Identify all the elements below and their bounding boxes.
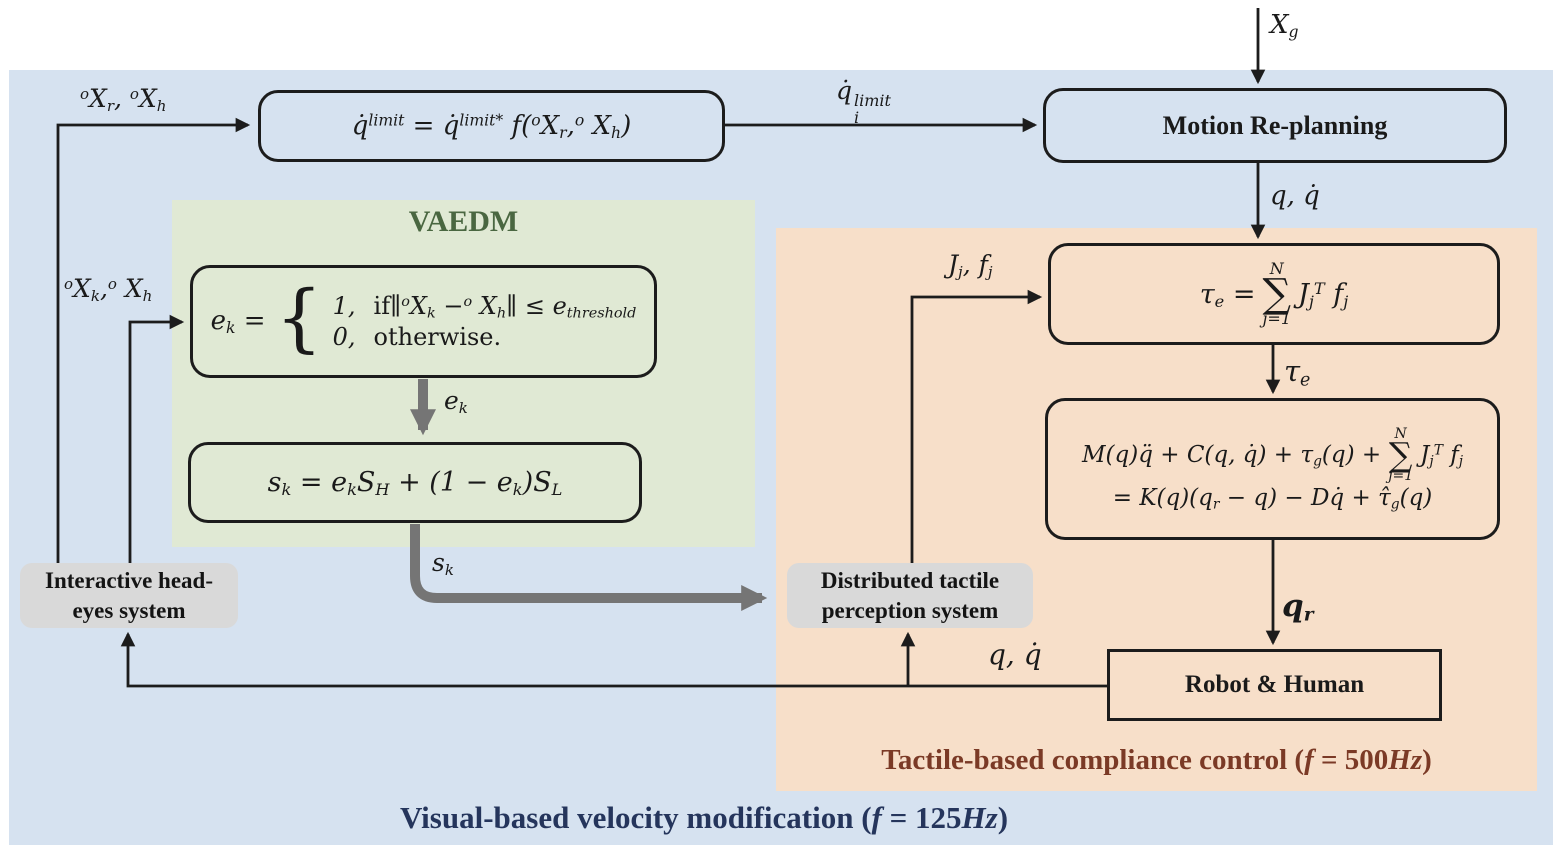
label-qr: qr (1282, 588, 1314, 626)
ek-cases-lhs: ek = (210, 306, 266, 338)
case2-otherwise: otherwise. (373, 322, 502, 351)
vaedm-title: VAEDM (408, 205, 519, 238)
motion-replanning-label: Motion Re-planning (1162, 110, 1388, 140)
label-q-qdot-top: q, q̇ (1270, 181, 1320, 211)
arrow-feedback-to-head-eyes (120, 631, 1107, 688)
robot-human-label: Robot & Human (1184, 671, 1365, 698)
label-jj-fj: Jj, fj (948, 250, 993, 281)
external-torque-equation-box: τe = N ∑ j=1 JjT fj (1048, 243, 1500, 345)
compliance-eq-line2: = K(q)(qr − q) − Dq̇ + τ̂g(q) (1112, 485, 1433, 513)
label-tau-e: τe (1284, 354, 1311, 391)
interactive-head-eyes-system: Interactive head- eyes system (20, 563, 238, 628)
tactile-system-line1: Distributed tactile (820, 567, 1000, 593)
case1-condition: if∥oXk −o Xh∥ ≤ ethreshold (373, 291, 637, 322)
torque-eq-lhs: τe = (1199, 278, 1256, 311)
sk-selection-equation-box: sk = ekSH + (1 − ek)SL (188, 442, 642, 523)
cases-brace: { (275, 275, 323, 362)
summation-symbol: N ∑ j=1 (1388, 425, 1414, 485)
label-q-qdot-bottom: q, q̇ (988, 638, 1042, 671)
visual-modification-caption: Visual-based velocity modification (f = … (399, 800, 1009, 835)
label-sk: sk (432, 548, 454, 579)
ek-cases-equation-box: ek = { 1, if∥oXk −o Xh∥ ≤ ethreshold 0, … (190, 265, 657, 378)
label-xk-xh: oXk,o Xh (64, 274, 153, 305)
distributed-tactile-perception-system: Distributed tactile perception system (787, 563, 1033, 628)
torque-eq-rhs: JjT fj (1298, 278, 1349, 311)
velocity-limit-equation: q̇limit = q̇limit* f(oXr,o Xh) (351, 111, 632, 142)
label-xg: Xg (1270, 10, 1299, 41)
head-eyes-line2: eyes system (72, 597, 186, 623)
summation-symbol: N ∑ j=1 (1262, 259, 1292, 328)
case1-value: 1, (332, 291, 356, 320)
robot-human-box: Robot & Human (1107, 649, 1442, 721)
arrow-jj-fj (910, 289, 1043, 563)
arrow-xr-xh-feedback (56, 117, 251, 564)
motion-replanning-box: Motion Re-planning (1043, 88, 1507, 163)
head-eyes-line1: Interactive head- (45, 567, 213, 593)
compliance-eq-line1-post: JjT fj (1420, 441, 1463, 470)
label-ek: ek (444, 386, 468, 417)
thick-arrow-sk (410, 524, 768, 611)
compliance-eq-line1-pre: M(q)q̈ + C(q, q̇) + τg(q) + (1082, 441, 1382, 470)
arrow-xk-xh (128, 314, 185, 564)
compliance-dynamics-equation-box: M(q)q̈ + C(q, q̇) + τg(q) + N ∑ j=1 JjT … (1045, 398, 1500, 540)
label-xr-xh: oXr, oXh (80, 84, 167, 115)
case1-if: if (373, 291, 391, 320)
case2-value: 0, (332, 322, 356, 351)
velocity-limit-equation-box: q̇limit = q̇limit* f(oXr,o Xh) (258, 90, 725, 162)
tactile-system-line2: perception system (821, 597, 999, 623)
tactile-control-caption: Tactile-based compliance control (f = 50… (881, 744, 1432, 776)
case1-norm: ∥oXk −o Xh∥ ≤ ethreshold (390, 291, 637, 322)
sk-selection-equation: sk = ekSH + (1 − ek)SL (267, 467, 563, 500)
